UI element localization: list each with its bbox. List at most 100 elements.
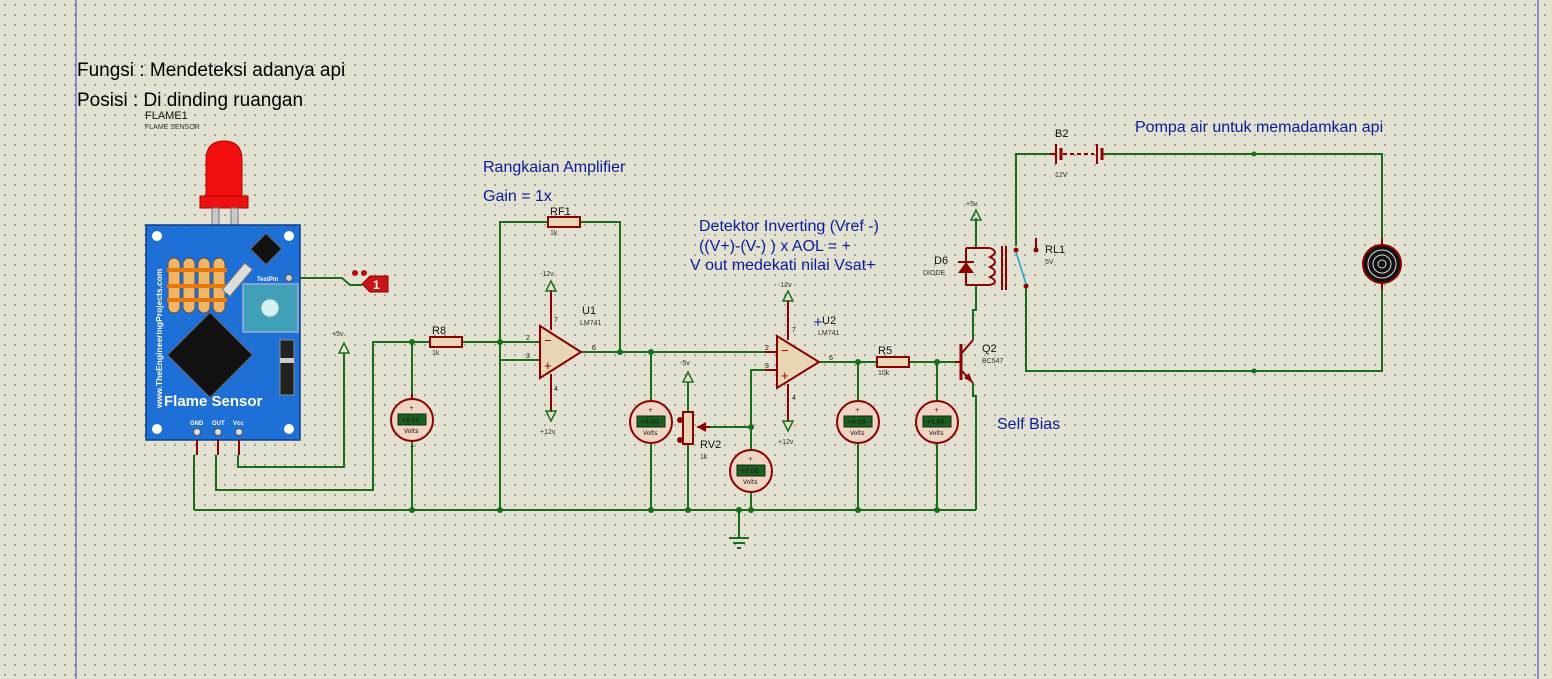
sensor-pin-gnd[interactable] [193, 428, 201, 436]
voltmeter-r8[interactable]: +0.00 Volts + − [390, 394, 434, 450]
svg-text:Q2: Q2 [982, 343, 997, 355]
svg-text:LM741: LM741 [818, 330, 840, 337]
sensor-pin-gnd-label: GND [190, 421, 204, 427]
svg-text:-12v: -12v [540, 271, 554, 278]
svg-text:6: 6 [829, 355, 833, 362]
svg-text:+: + [544, 358, 552, 373]
svg-text:+: + [855, 407, 860, 414]
sensor-resistors [167, 257, 227, 314]
sensor-pin-out-label: OUT [212, 421, 225, 427]
resistor-rf1[interactable]: RF1 1k [547, 206, 581, 237]
svg-text:2: 2 [526, 335, 530, 342]
svg-text:+: + [748, 456, 753, 463]
svg-text:+0.00: +0.00 [640, 419, 659, 426]
sensor-mcu-chip [166, 311, 254, 399]
sensor-website: www.TheEngineeringProjects.com [154, 268, 164, 409]
svg-text:Volts: Volts [929, 430, 943, 437]
resistor-r8[interactable]: R8 1k [429, 325, 463, 357]
battery-b2[interactable]: B2 12V [1050, 128, 1104, 179]
pump-motor-icon[interactable] [1362, 238, 1402, 290]
ground-icon [729, 537, 749, 549]
svg-text:+: + [781, 368, 789, 383]
sensor-type-label: FLAME SENSOR [145, 124, 200, 131]
svg-text:BC547: BC547 [982, 358, 1004, 365]
note-pump: Pompa air untuk memadamkan api [1135, 119, 1383, 136]
svg-text:7: 7 [792, 327, 796, 334]
voltmeter-u2-out[interactable]: +0.00 Volts + [836, 400, 880, 444]
svg-text:−: − [781, 343, 789, 358]
svg-text:+5v: +5v [332, 331, 344, 338]
svg-text:-12v: -12v [778, 282, 792, 289]
power-terminal-u1-neg: +12v [540, 410, 558, 436]
svg-text:+0.00: +0.00 [847, 419, 866, 426]
sensor-comparator-chip [249, 232, 283, 266]
voltmeter-u1-out[interactable]: +0.00 Volts + [629, 400, 673, 444]
note-detector-line3: V out medekati nilai Vsat+ [690, 257, 875, 274]
note-amplifier-title: Rangkaian Amplifier [483, 159, 626, 176]
power-terminal-rv2: -5v [680, 360, 695, 383]
svg-text:+12v: +12v [540, 429, 556, 436]
svg-text:3: 3 [526, 353, 530, 360]
diode-d6[interactable]: D6 DIODE [923, 247, 990, 286]
svg-text:1k: 1k [550, 230, 558, 237]
svg-text:5V: 5V [1045, 259, 1054, 266]
svg-text:+: + [648, 407, 653, 414]
svg-text:+0.00: +0.00 [926, 419, 945, 426]
svg-text:DIODE: DIODE [923, 270, 946, 277]
svg-text:+5v: +5v [966, 201, 978, 208]
svg-text:4: 4 [554, 386, 558, 393]
svg-text:12V: 12V [1055, 172, 1068, 179]
note-detector-line2: ((V+)-(V-) ) x AOL = + [699, 238, 851, 255]
svg-text:10k: 10k [878, 370, 890, 377]
svg-text:B2: B2 [1055, 128, 1068, 140]
svg-text:RF1: RF1 [550, 206, 571, 218]
power-terminal-u1-pos: -12v [540, 271, 558, 292]
svg-text:R8: R8 [432, 325, 446, 337]
power-terminal-u2-pos: -12v [778, 282, 795, 302]
note-fungsi: Fungsi : Mendeteksi adanya api [77, 60, 345, 81]
svg-text:LM741: LM741 [580, 320, 602, 327]
power-terminal-u2-neg: +12v [778, 420, 795, 446]
svg-text:Volts: Volts [404, 428, 418, 435]
svg-text:7: 7 [554, 317, 558, 324]
svg-text:6: 6 [592, 345, 596, 352]
svg-text:−: − [544, 333, 552, 348]
svg-text:-5v: -5v [680, 360, 690, 367]
svg-text:−: − [410, 443, 415, 450]
voltmeter-vref[interactable]: +0.00 Volts + [729, 449, 773, 493]
sensor-ref-label: FLAME1 [145, 110, 188, 122]
resistor-r5[interactable]: R5 10k [876, 345, 910, 377]
svg-text:Volts: Volts [643, 430, 657, 437]
svg-text:Volts: Volts [743, 479, 757, 486]
transistor-q2[interactable]: Q2 BC547 [955, 339, 1004, 384]
flame-sensor-module[interactable]: FLAME1 FLAME SENSOR [145, 110, 301, 455]
sensor-testpin[interactable] [285, 274, 293, 282]
svg-text:1k: 1k [432, 350, 440, 357]
logic-probe[interactable]: 1 [352, 270, 389, 293]
opamp-u2[interactable]: − + 2 3 6 7 4 U2 LM741 [765, 300, 840, 422]
note-detector-line1: Detektor Inverting (Vref -) [699, 218, 879, 235]
voltmeter-q2-base[interactable]: +0.00 Volts + [915, 400, 959, 444]
sensor-pin-vcc[interactable] [235, 428, 243, 436]
svg-text:RV2: RV2 [700, 439, 721, 451]
svg-text:+12v: +12v [778, 439, 794, 446]
sensor-testpin-label: TestPin [257, 277, 279, 283]
svg-text:3: 3 [765, 363, 769, 370]
svg-text:U2: U2 [822, 315, 836, 327]
power-terminal-sensor: +5v [332, 331, 351, 354]
sensor-pin-out[interactable] [214, 428, 222, 436]
svg-text:1k: 1k [700, 454, 708, 461]
sensor-pin-vcc-label: Vcc [233, 421, 244, 427]
svg-text:RL1: RL1 [1045, 244, 1065, 256]
svg-text:+: + [934, 407, 939, 414]
opamp-u1[interactable]: − + 2 3 6 7 4 U1 LM741 [526, 290, 602, 412]
power-terminal-relay: +5v [966, 201, 983, 221]
svg-text:+0.00: +0.00 [401, 417, 420, 424]
note-self-bias: Self Bias [997, 416, 1060, 433]
note-posisi: Posisi : Di dinding ruangan [77, 90, 303, 111]
svg-text:+: + [409, 405, 414, 412]
potentiometer-rv2[interactable]: RV2 1k [677, 411, 721, 461]
sensor-board-title: Flame Sensor [164, 393, 263, 410]
relay-rl1[interactable]: RL1 5V [987, 238, 1065, 290]
